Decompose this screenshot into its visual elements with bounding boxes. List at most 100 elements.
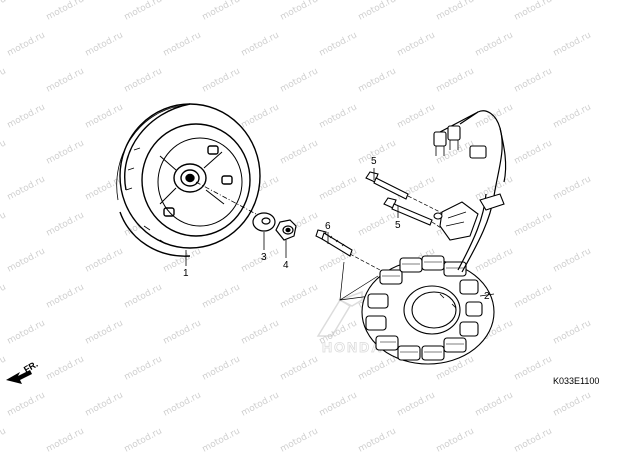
watermark-text: motod.ru: [6, 174, 47, 202]
direction-label: FR.: [22, 359, 40, 375]
watermark-text: motod.ru: [240, 318, 281, 346]
watermark-text: motod.ru: [513, 0, 554, 23]
watermark-text: motod.ru: [435, 66, 476, 94]
part-number-4: 4: [283, 260, 289, 271]
watermark-text: motod.ru: [84, 30, 125, 58]
watermark-text: motod.ru: [0, 138, 8, 166]
connector-icon: [433, 125, 487, 159]
watermark-text: motod.ru: [45, 282, 86, 310]
watermark-text: motod.ru: [0, 354, 8, 382]
watermark-text: motod.ru: [162, 30, 203, 58]
watermark-layer: motod.ru motod.ru motod.ru motod.ru motod.ru…: [0, 0, 593, 455]
watermark-text: motod.ru: [513, 66, 554, 94]
watermark-text: motod.ru: [513, 354, 554, 382]
watermark-text: motod.ru: [279, 426, 320, 454]
watermark-text: motod.ru: [357, 426, 398, 454]
honda-logo: HONDA: [316, 290, 383, 355]
part-number-5-upper: 5: [371, 156, 377, 167]
watermark-text: motod.ru: [474, 390, 515, 418]
watermark-text: motod.ru: [84, 246, 125, 274]
watermark-text: motod.ru: [45, 0, 86, 23]
leader-lines: [185, 168, 495, 297]
watermark-text: motod.ru: [357, 138, 398, 166]
watermark-text: motod.ru: [318, 174, 359, 202]
watermark-text: motod.ru: [162, 318, 203, 346]
part-number-1: 1: [183, 268, 189, 279]
watermark-text: motod.ru: [279, 282, 320, 310]
watermark-text: motod.ru: [552, 30, 593, 58]
watermark-text: motod.ru: [396, 30, 437, 58]
watermark-text: motod.ru: [6, 246, 47, 274]
part-number-6: 6: [325, 221, 331, 232]
pulser-coil-icon: [433, 193, 505, 241]
washer-icon: [252, 212, 276, 232]
watermark-text: motod.ru: [201, 354, 242, 382]
watermark-text: motod.ru: [84, 174, 125, 202]
watermark-text: motod.ru: [162, 390, 203, 418]
watermark-text: motod.ru: [474, 246, 515, 274]
watermark-text: motod.ru: [552, 390, 593, 418]
watermark-text: motod.ru: [552, 102, 593, 130]
watermark-text: motod.ru: [552, 174, 593, 202]
watermark-text: motod.ru: [45, 426, 86, 454]
watermark-text: motod.ru: [474, 30, 515, 58]
watermark-text: motod.ru: [552, 246, 593, 274]
part-number-2: 2: [484, 291, 490, 302]
watermark-text: motod.ru: [396, 102, 437, 130]
part-number-3: 3: [261, 252, 267, 263]
watermark-text: motod.ru: [435, 0, 476, 23]
watermark-text: motod.ru: [45, 138, 86, 166]
watermark-text: motod.ru: [240, 30, 281, 58]
wiring-harness: [439, 110, 507, 273]
watermark-text: motod.ru: [123, 282, 164, 310]
part-number-5-lower: 5: [395, 220, 401, 231]
watermark-text: motod.ru: [0, 210, 8, 238]
watermark-text: motod.ru: [123, 66, 164, 94]
watermark-text: motod.ru: [0, 0, 8, 23]
watermark-text: motod.ru: [45, 66, 86, 94]
watermark-text: motod.ru: [6, 102, 47, 130]
watermark-text: motod.ru: [84, 390, 125, 418]
watermark-text: motod.ru: [84, 318, 125, 346]
watermark-text: motod.ru: [0, 426, 8, 454]
bolt-icon-lower: [383, 197, 433, 226]
front-direction-arrow: FR.: [6, 359, 40, 384]
watermark-text: motod.ru: [357, 66, 398, 94]
watermark-text: motod.ru: [201, 0, 242, 23]
watermark-text: motod.ru: [435, 426, 476, 454]
watermark-text: motod.ru: [396, 174, 437, 202]
watermark-text: motod.ru: [123, 426, 164, 454]
watermark-text: motod.ru: [123, 354, 164, 382]
flywheel-rotor: [116, 103, 261, 257]
watermark-text: motod.ru: [0, 66, 8, 94]
watermark-text: motod.ru: [357, 210, 398, 238]
axis-line: [195, 181, 257, 215]
honda-logo-text: HONDA: [322, 339, 383, 355]
watermark-text: motod.ru: [6, 318, 47, 346]
long-bolt-icon: [315, 229, 353, 257]
watermark-text: motod.ru: [279, 66, 320, 94]
watermark-text: motod.ru: [318, 390, 359, 418]
watermark-text: motod.ru: [45, 210, 86, 238]
watermark-text: motod.ru: [6, 390, 47, 418]
watermark-text: motod.ru: [357, 0, 398, 23]
stator-coil: [361, 255, 495, 365]
watermark-text: motod.ru: [513, 138, 554, 166]
watermark-text: motod.ru: [201, 66, 242, 94]
watermark-text: motod.ru: [201, 282, 242, 310]
watermark-text: motod.ru: [513, 210, 554, 238]
watermark-text: motod.ru: [318, 30, 359, 58]
nut-icon: [275, 219, 297, 241]
watermark-text: motod.ru: [396, 390, 437, 418]
watermark-text: motod.ru: [279, 138, 320, 166]
watermark-text: motod.ru: [240, 102, 281, 130]
watermark-text: motod.ru: [318, 102, 359, 130]
watermark-text: motod.ru: [552, 318, 593, 346]
watermark-text: motod.ru: [0, 282, 8, 310]
watermark-text: motod.ru: [6, 30, 47, 58]
watermark-text: motod.ru: [123, 0, 164, 23]
watermark-text: motod.ru: [513, 282, 554, 310]
watermark-text: motod.ru: [240, 390, 281, 418]
